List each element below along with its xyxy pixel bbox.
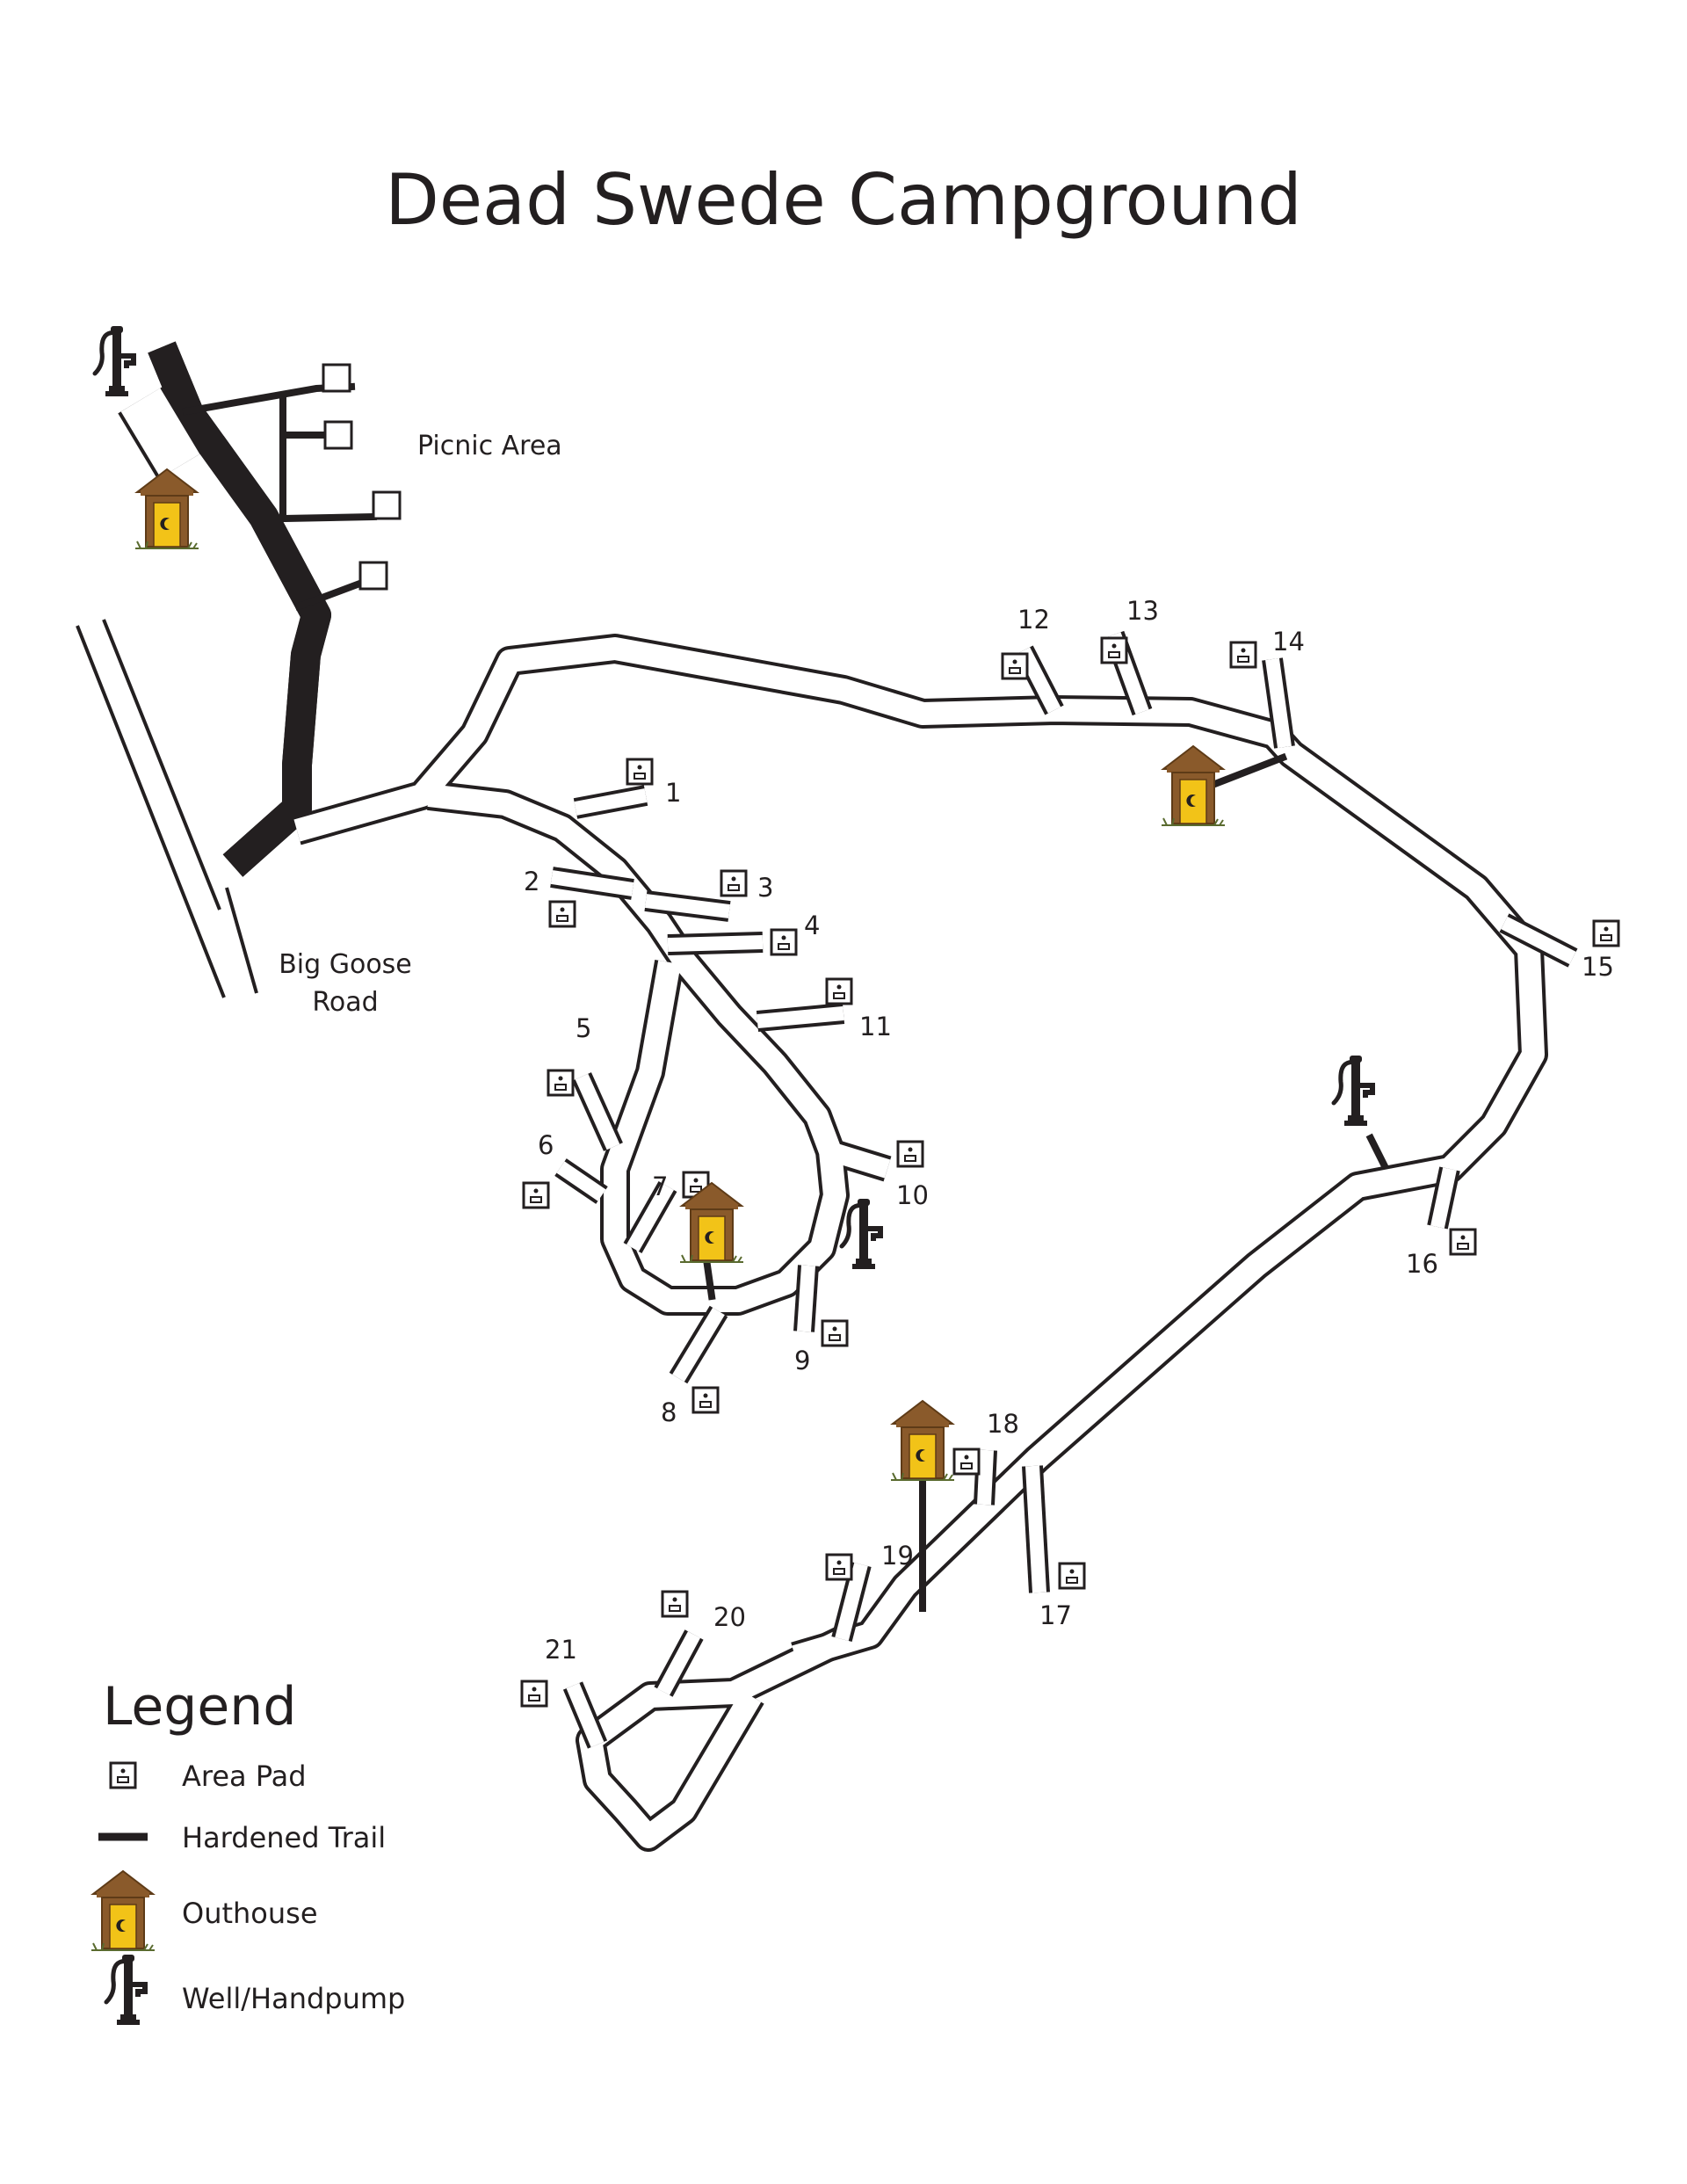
title-group: Dead Swede Campground (385, 159, 1302, 241)
area-pad-21 (520, 1680, 548, 1708)
site-label-21: 21 (545, 1635, 577, 1665)
map-title: Dead Swede Campground (385, 159, 1302, 241)
site-label-3: 3 (757, 873, 773, 903)
site-label-10: 10 (896, 1180, 929, 1210)
road-fills (120, 347, 1545, 1848)
site-label-19: 19 (881, 1541, 914, 1571)
area-pad-8 (691, 1386, 720, 1414)
area-pad-16 (1449, 1228, 1477, 1256)
site-label-13: 13 (1126, 596, 1159, 626)
site-label-4: 4 (804, 911, 820, 940)
legend-title: Legend (103, 1676, 296, 1738)
site-numbers: 1 2 3 4 5 6 7 8 9 10 11 12 13 14 15 16 1… (524, 596, 1614, 1665)
site-label-15: 15 (1582, 952, 1614, 982)
site-label-11: 11 (859, 1012, 892, 1041)
area-pad-1 (626, 758, 654, 786)
picnic-table-1 (322, 363, 351, 393)
handpump-icon (1334, 1056, 1372, 1126)
site-label-8: 8 (661, 1397, 677, 1427)
site-label-2: 2 (524, 867, 539, 896)
picnic-pads (322, 363, 402, 591)
area-pad-icon (109, 1761, 137, 1789)
legend-label-hardened-trail: Hardened Trail (182, 1821, 386, 1854)
site-label-20: 20 (713, 1602, 746, 1632)
area-pad-5 (547, 1069, 575, 1097)
area-pad-19 (825, 1553, 853, 1581)
legend-label-area-pad: Area Pad (182, 1760, 307, 1793)
picnic-table-3 (372, 490, 402, 520)
site-label-6: 6 (538, 1130, 554, 1160)
area-pad-4 (770, 928, 798, 956)
area-pad-3 (720, 869, 748, 897)
area-pad-6 (522, 1181, 550, 1209)
area-pad-17 (1058, 1562, 1086, 1590)
site-label-1: 1 (665, 778, 681, 808)
legend: Legend Area Pad Hardened Trail Outhouse … (91, 1676, 405, 2025)
site-label-16: 16 (1406, 1249, 1438, 1279)
area-pad-10 (896, 1140, 924, 1168)
legend-label-outhouse: Outhouse (182, 1897, 318, 1930)
area-pad-13 (1100, 636, 1128, 664)
roads (118, 341, 1548, 1852)
map-labels: Picnic Area Big Goose Road (279, 431, 561, 1018)
picnic-area-label: Picnic Area (417, 431, 562, 461)
area-pad-9 (821, 1319, 849, 1347)
road-label-line2: Road (312, 987, 378, 1018)
handpump-icon (842, 1199, 880, 1269)
big-goose-road (76, 619, 258, 998)
picnic-table-2 (323, 420, 353, 450)
area-pad-20 (661, 1590, 689, 1618)
picnic-table-4 (358, 561, 388, 591)
legend-label-handpump: Well/Handpump (182, 1982, 405, 2015)
outhouse-icon (91, 1870, 156, 1951)
outhouse-icon (134, 468, 199, 549)
area-pad-18 (952, 1448, 981, 1476)
area-pad-14 (1229, 641, 1257, 669)
site-label-18: 18 (987, 1409, 1019, 1439)
site-label-17: 17 (1039, 1600, 1072, 1630)
site-label-14: 14 (1272, 627, 1305, 657)
road-label-line1: Big Goose (279, 949, 412, 980)
site-label-9: 9 (794, 1346, 810, 1375)
site-label-7: 7 (652, 1172, 668, 1201)
handpump-icon (106, 1955, 145, 2025)
handpump-icon (95, 326, 134, 396)
outhouse-icon (890, 1400, 955, 1481)
area-pad-11 (825, 977, 853, 1005)
area-pad-15 (1592, 919, 1620, 947)
site-label-5: 5 (576, 1013, 591, 1043)
site-label-12: 12 (1017, 605, 1050, 635)
area-pad-12 (1001, 652, 1029, 680)
area-pad-2 (548, 900, 576, 928)
